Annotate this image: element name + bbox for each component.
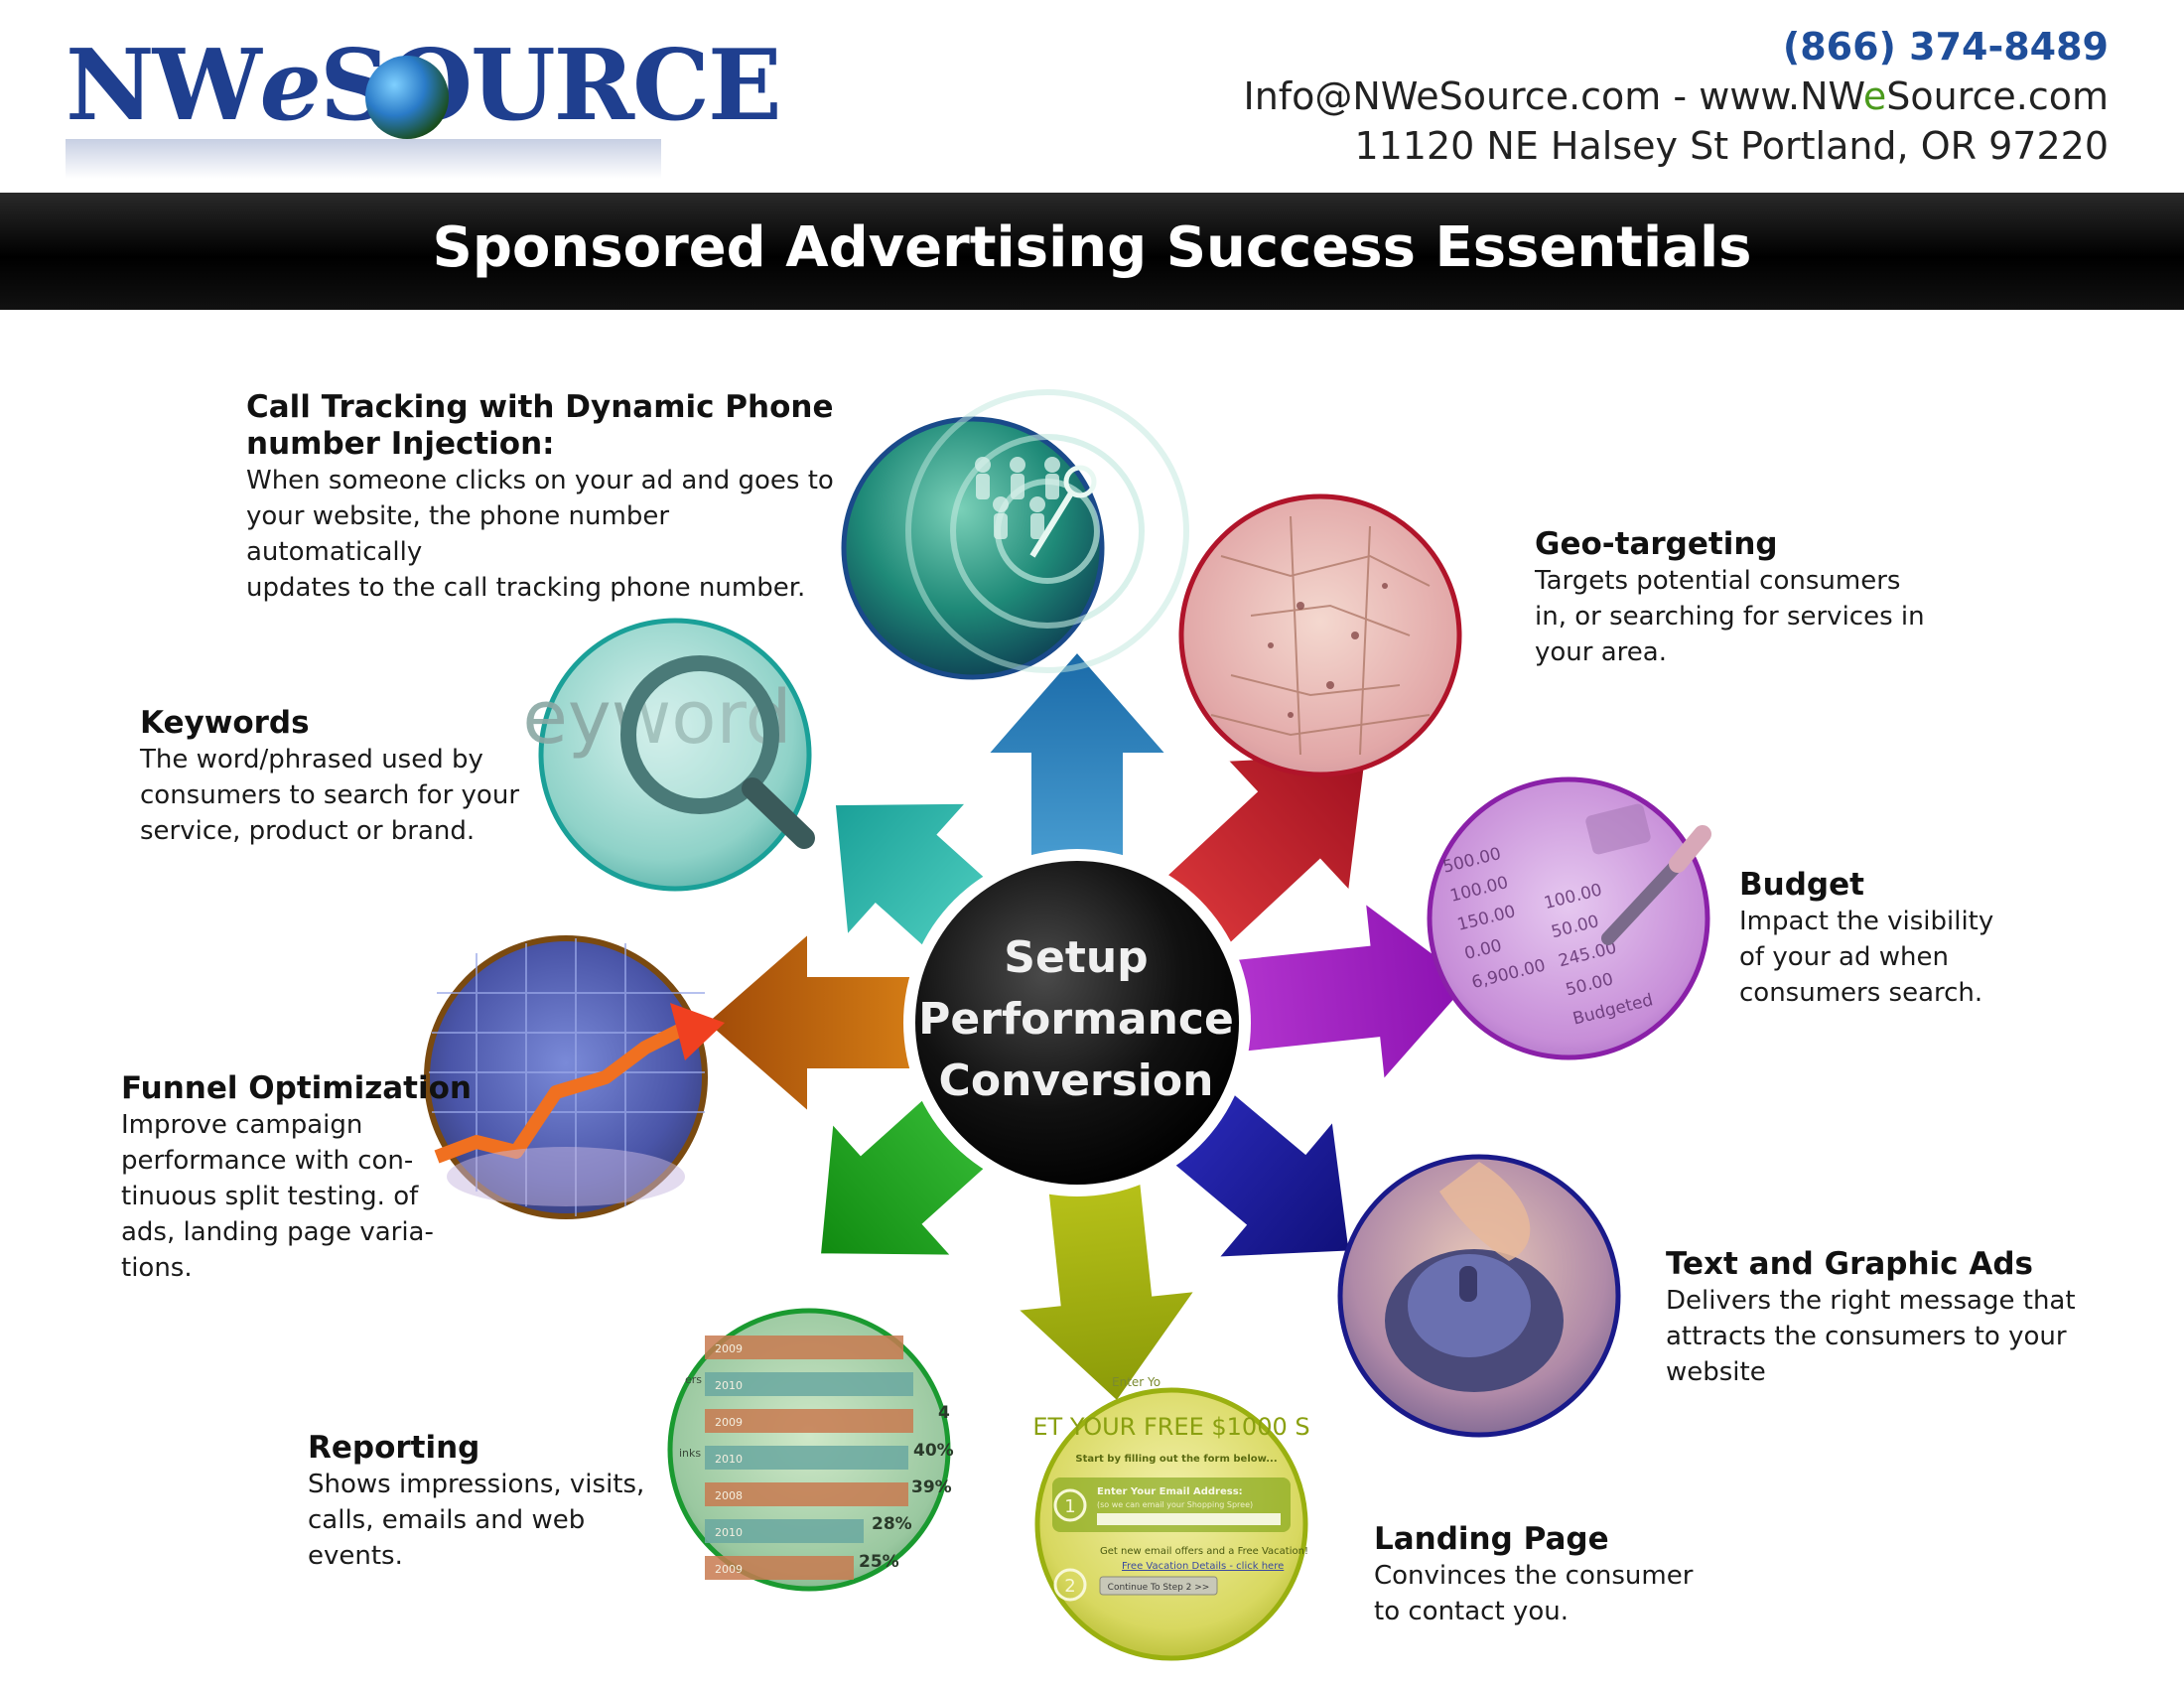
report-bar (705, 1372, 913, 1396)
report-bar (705, 1519, 864, 1543)
circle-call-tracking (841, 389, 1189, 680)
text-ads-block: Text and Graphic Ads Delivers the right … (1666, 1246, 2162, 1390)
report-bar (705, 1482, 908, 1506)
svg-text:Enter Yo: Enter Yo (1112, 1375, 1160, 1389)
call-tracking-title-1: Call Tracking with Dynamic Phone (246, 389, 834, 425)
circle-budget: 500.00100.00150.000.006,900.00100.0050.0… (1427, 776, 1711, 1060)
report-bar (705, 1409, 913, 1433)
center-hub (903, 849, 1251, 1196)
svg-text:Free Vacation Details - click: Free Vacation Details - click here (1122, 1561, 1284, 1572)
svg-text:Continue To Step 2 >>: Continue To Step 2 >> (1108, 1583, 1210, 1593)
phone-number[interactable]: (866) 374-8489 (1782, 25, 2109, 69)
page-title: Sponsored Advertising Success Essentials (432, 215, 1752, 280)
title-banner (0, 193, 2184, 310)
budget-block: Budget Impact the visibility of your ad … (1739, 867, 2136, 1011)
circle-funnel (424, 935, 725, 1219)
logo-reflection (66, 139, 661, 179)
report-label: ers (685, 1373, 702, 1386)
report-percent: 28% (872, 1514, 912, 1534)
center-performance: Performance (918, 994, 1234, 1045)
email-link[interactable]: Info@NWeSource.com (1243, 74, 1662, 118)
geo-targeting-block: Geo-targeting Targets potential consumer… (1535, 526, 2091, 670)
report-year: 2009 (715, 1563, 743, 1576)
svg-text:Enter Your Email Address:: Enter Your Email Address: (1097, 1486, 1243, 1497)
report-percent: 39% (911, 1477, 952, 1497)
report-percent: 25% (859, 1552, 899, 1572)
geo-title: Geo-targeting (1535, 526, 1778, 562)
svg-text:Start by filling out the form: Start by filling out the form below... (1075, 1454, 1277, 1465)
reporting-title: Reporting (308, 1430, 480, 1466)
budget-title: Budget (1739, 867, 1864, 903)
svg-text:Get new email offers and a Fre: Get new email offers and a Free Vacation… (1100, 1546, 1308, 1557)
svg-text:1: 1 (1064, 1496, 1075, 1517)
landing-block: Landing Page Convinces the consumer to c… (1374, 1521, 1791, 1629)
website-link[interactable]: www.NWeSource.com (1699, 74, 2109, 118)
svg-text:2: 2 (1064, 1576, 1075, 1597)
report-percent: 4 (938, 1403, 950, 1423)
landing-title: Landing Page (1374, 1521, 1609, 1557)
funnel-block: Funnel Optimization Improve campaign per… (121, 1070, 538, 1286)
call-tracking-desc-1: When someone clicks on your ad and goes … (246, 466, 834, 495)
svg-text:(so we can email your Shopping: (so we can email your Shopping Spree) (1097, 1500, 1253, 1509)
report-label: inks (679, 1447, 701, 1460)
call-tracking-desc-3: updates to the call tracking phone numbe… (246, 573, 806, 603)
report-percent: 40% (913, 1441, 954, 1461)
circle-landing: Enter Yo ET YOUR FREE $1000 S Start by f… (1032, 1375, 1310, 1661)
funnel-title: Funnel Optimization (121, 1070, 472, 1106)
contact-info: (866) 374-8489 Info@NWeSource.com - www.… (1244, 22, 2110, 171)
report-year: 2008 (715, 1489, 743, 1502)
keywords-title: Keywords (140, 705, 310, 741)
circle-geo-targeting (1178, 493, 1462, 777)
circle-reporting: 2009 2010 2009 2010 2008 2010 2009 4 40% 39% 28% 25… (667, 1308, 954, 1592)
reporting-block: Reporting Shows impressions, visits, cal… (308, 1430, 705, 1574)
keywords-block: Keywords The word/phrased used by consum… (140, 705, 597, 849)
call-tracking-title-2: number Injection: (246, 426, 555, 462)
circle-text-ads (1337, 1154, 1621, 1438)
svg-text:ET YOUR FREE $1000 S: ET YOUR FREE $1000 S (1032, 1413, 1309, 1441)
center-setup: Setup (1004, 932, 1149, 983)
email-website-line: Info@NWeSource.com - www.NWeSource.com (1244, 71, 2110, 121)
report-year: 2009 (715, 1416, 743, 1429)
report-bar (705, 1556, 854, 1580)
report-bar (705, 1446, 908, 1470)
call-tracking-desc-2: your website, the phone number automatic… (246, 501, 670, 567)
report-year: 2009 (715, 1342, 743, 1355)
report-year: 2010 (715, 1526, 743, 1539)
report-year: 2010 (715, 1379, 743, 1392)
circle-keywords: eyword (522, 618, 815, 892)
address: 11120 NE Halsey St Portland, OR 97220 (1354, 124, 2109, 168)
report-year: 2010 (715, 1453, 743, 1466)
center-hub-text: Setup Performance Conversion (878, 927, 1275, 1112)
globe-icon (365, 56, 449, 139)
separator: - (1673, 74, 1688, 118)
text-ads-title: Text and Graphic Ads (1666, 1246, 2033, 1282)
report-bar (705, 1336, 903, 1359)
nwesource-logo[interactable]: NWeSOURCE (66, 28, 782, 179)
call-tracking-block: Call Tracking with Dynamic Phone number … (246, 389, 852, 606)
center-conversion: Conversion (938, 1055, 1214, 1106)
